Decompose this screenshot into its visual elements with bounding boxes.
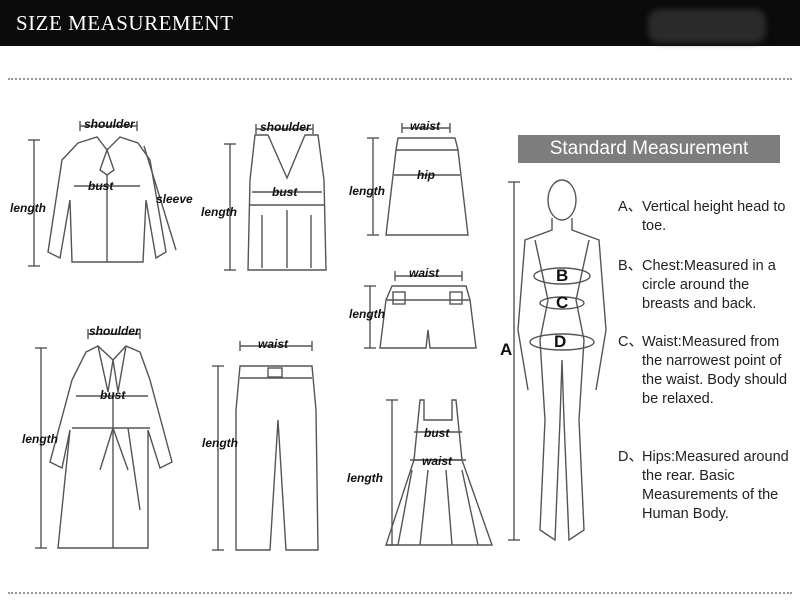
coat-illustration	[35, 329, 173, 549]
dress-length-label: length	[347, 471, 383, 485]
dress-waist-label: waist	[422, 454, 453, 468]
shirt-illustration	[28, 121, 177, 267]
shorts-waist-label: waist	[409, 266, 440, 280]
note-d-key: D、	[618, 449, 643, 465]
shorts-illustration	[364, 271, 477, 349]
divider-top	[8, 78, 792, 80]
note-b-text: Chest:Measured in a circle around the br…	[642, 258, 776, 312]
figure-label-c: C	[556, 293, 569, 312]
pants-waist-label: waist	[258, 337, 289, 351]
divider-bottom	[8, 592, 792, 594]
page-title: SIZE MEASUREMENT	[16, 11, 234, 35]
skirt-hip-label: hip	[417, 168, 435, 182]
note-c-key: C、	[618, 334, 643, 350]
coat-length-label: length	[22, 432, 58, 446]
dress-bust-label: bust	[424, 426, 450, 440]
skirt-waist-label: waist	[410, 119, 441, 133]
dress-illustration	[385, 399, 493, 546]
coat-bust-label: bust	[100, 388, 126, 402]
shirt-sleeve-label: sleeve	[156, 192, 193, 206]
note-c-text: Waist:Measured from the narrowest point …	[642, 334, 788, 407]
shorts-length-label: length	[349, 307, 385, 321]
vest-illustration	[224, 124, 327, 271]
vest-shoulder-label: shoulder	[260, 120, 311, 134]
skirt-illustration	[367, 123, 469, 236]
note-b-key: B、	[618, 258, 643, 274]
figure-label-b: B	[556, 266, 569, 285]
pants-illustration	[212, 341, 319, 551]
note-a-key: A、	[618, 199, 643, 215]
shirt-shoulder-label: shoulder	[84, 117, 135, 131]
header-smudge	[648, 9, 766, 43]
coat-shoulder-label: shoulder	[89, 324, 140, 338]
header-bar: SIZE MEASUREMENT	[0, 0, 800, 46]
human-figure	[508, 179, 607, 542]
vest-length-label: length	[201, 205, 237, 219]
skirt-length-label: length	[349, 184, 385, 198]
figure-label-d: D	[554, 332, 567, 351]
vest-bust-label: bust	[272, 185, 298, 199]
figure-label-a: A	[500, 340, 513, 359]
pants-length-label: length	[202, 436, 238, 450]
note-d-text: Hips:Measured around the rear. Basic Mea…	[642, 449, 789, 522]
standard-measurement-title: Standard Measurement	[518, 135, 780, 163]
shirt-length-label: length	[10, 201, 46, 215]
note-a-text: Vertical height head to toe.	[642, 199, 786, 234]
shirt-bust-label: bust	[88, 179, 114, 193]
